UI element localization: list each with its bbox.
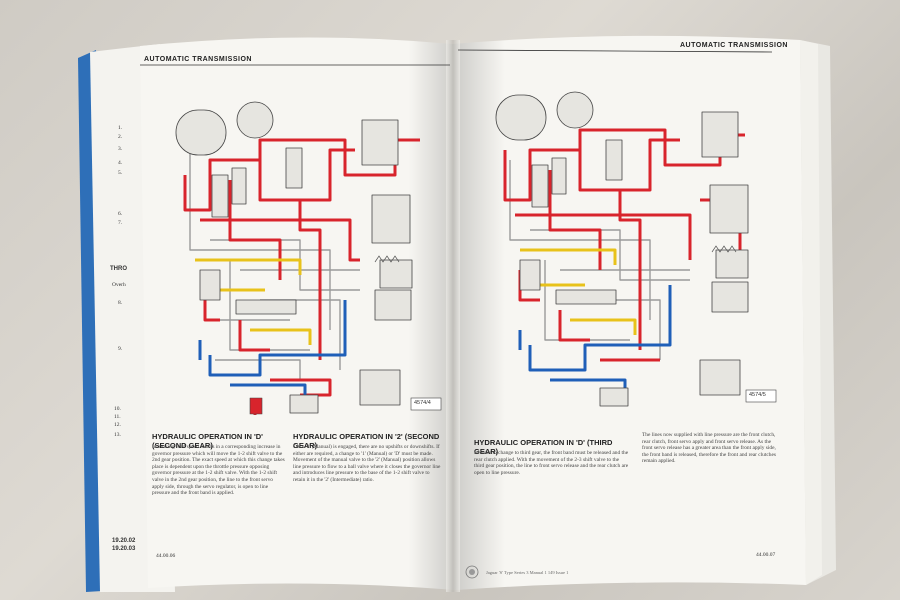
- underlying-subheading: Overh: [112, 282, 126, 288]
- left-text-2: Once '2' (Manual) is engaged, there are …: [293, 444, 441, 483]
- spine: [446, 40, 460, 592]
- list-number: 1.: [118, 125, 123, 131]
- hydraulic-diagram-left: [175, 101, 420, 415]
- underlying-ref-2: 19.20.03: [112, 546, 136, 552]
- list-number: 2.: [118, 134, 123, 140]
- left-page-number: 44.00.06: [156, 553, 176, 559]
- list-number: 13.: [114, 432, 121, 438]
- left-caption-2: HYDRAULIC OPERATION IN '2' (SECOND GEAR): [293, 432, 440, 450]
- left-caption-1: HYDRAULIC OPERATION IN 'D' (SECOND GEAR): [152, 432, 263, 450]
- left-figure-number: 4574/4: [414, 400, 431, 406]
- list-number: 10.: [114, 406, 121, 412]
- right-text-1: In order to change to third gear, the fr…: [474, 450, 629, 476]
- list-number: 4.: [118, 160, 123, 166]
- list-number: 6.: [118, 211, 123, 217]
- right-footer: Jaguar 'S' Type Series 3 Manual 1 149 Is…: [486, 570, 569, 575]
- list-number: 7.: [118, 220, 123, 226]
- right-figure-number: 4574/5: [749, 392, 766, 398]
- right-page-header: AUTOMATIC TRANSMISSION: [680, 42, 788, 49]
- underlying-ref-1: 19.20.02: [112, 538, 136, 544]
- list-number: 12.: [114, 422, 121, 428]
- right-caption-1: HYDRAULIC OPERATION IN 'D' (THIRD GEAR): [474, 438, 613, 456]
- left-page-header: AUTOMATIC TRANSMISSION: [144, 56, 252, 63]
- left-text-1: Increasing road speed results in a corre…: [152, 444, 285, 497]
- jaguar-logo: [465, 565, 479, 579]
- right-text-2: The lines now supplied with line pressur…: [642, 432, 776, 465]
- right-page-number: 44.00.07: [756, 552, 776, 558]
- list-number: 3.: [118, 146, 123, 152]
- hydraulic-diagram-right: [495, 91, 749, 407]
- underlying-heading: THRO: [110, 266, 127, 272]
- list-number: 9.: [118, 346, 123, 352]
- list-number: 8.: [118, 300, 123, 306]
- list-number: 11.: [114, 414, 121, 420]
- list-number: 5.: [118, 170, 123, 176]
